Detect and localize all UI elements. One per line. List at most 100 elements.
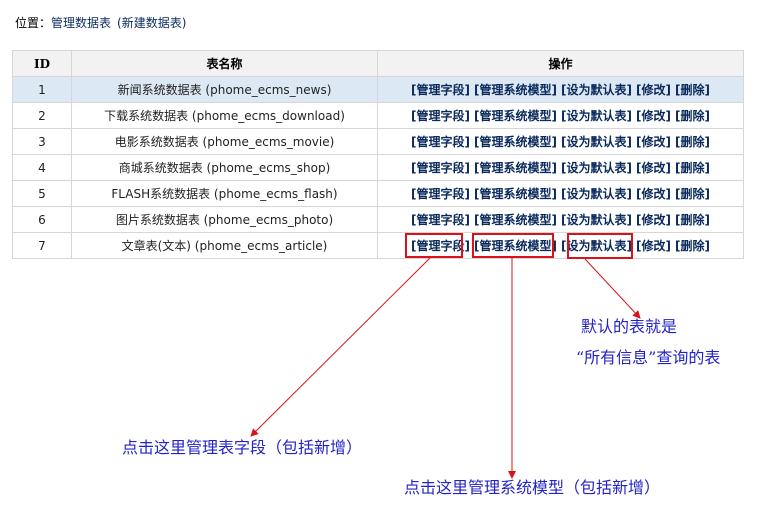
cell-id: 3 xyxy=(12,128,72,155)
bracket-close: ] xyxy=(704,109,710,123)
cell-actions: [管理字段][管理系统模型][设为默认表][修改][删除] xyxy=(377,232,744,259)
bracket-close: ] xyxy=(551,239,557,253)
bracket-close: ] xyxy=(464,239,471,253)
edit-link[interactable]: 修改 xyxy=(641,161,666,175)
note-default-table-line2: “所有信息”查询的表 xyxy=(576,348,721,367)
bracket-close: ] xyxy=(626,161,632,175)
bracket-open: [ xyxy=(561,213,567,227)
bracket-close: ] xyxy=(665,161,671,175)
edit-link[interactable]: 修改 xyxy=(641,187,666,201)
edit-link[interactable]: 修改 xyxy=(641,109,666,123)
cell-table-name: 电影系统数据表 (phome_ecms_movie) xyxy=(71,128,378,155)
delete-link[interactable]: 删除 xyxy=(680,187,705,201)
delete-link[interactable]: 删除 xyxy=(680,239,705,253)
cell-table-name: 文章表(文本) (phome_ecms_article) xyxy=(71,232,378,259)
set-default-link[interactable]: 设为默认表 xyxy=(566,83,627,97)
bracket-close: ] xyxy=(551,161,557,175)
cell-id: 4 xyxy=(12,154,72,181)
bracket-close: ] xyxy=(626,135,632,149)
bracket-open: [ xyxy=(635,187,642,201)
bracket-open: [ xyxy=(635,161,642,175)
bracket-open: [ xyxy=(674,83,681,97)
cell-actions: [管理字段][管理系统模型][设为默认表][修改][删除] xyxy=(377,102,744,129)
manage-models-link[interactable]: 管理系统模型 xyxy=(479,135,552,149)
manage-models-link[interactable]: 管理系统模型 xyxy=(479,161,552,175)
delete-link[interactable]: 删除 xyxy=(680,83,705,97)
callout-box-manage-fields xyxy=(405,233,463,258)
bracket-open: [ xyxy=(561,109,567,123)
bracket-close: ] xyxy=(464,135,471,149)
manage-models-link[interactable]: 管理系统模型 xyxy=(479,83,552,97)
bracket-open: [ xyxy=(474,161,480,175)
manage-fields-link[interactable]: 管理字段 xyxy=(416,109,465,123)
bracket-close: ] xyxy=(464,213,471,227)
bracket-open: [ xyxy=(635,83,642,97)
header-table-name: 表名称 xyxy=(71,50,378,77)
set-default-link[interactable]: 设为默认表 xyxy=(566,135,627,149)
manage-fields-link[interactable]: 管理字段 xyxy=(416,161,465,175)
manage-fields-link[interactable]: 管理字段 xyxy=(416,135,465,149)
manage-models-link[interactable]: 管理系统模型 xyxy=(479,213,552,227)
manage-fields-link[interactable]: 管理字段 xyxy=(416,187,465,201)
delete-link[interactable]: 删除 xyxy=(680,213,705,227)
bracket-open: [ xyxy=(411,187,417,201)
manage-models-link[interactable]: 管理系统模型 xyxy=(479,187,552,201)
bracket-close: ] xyxy=(704,83,710,97)
bracket-close: ] xyxy=(464,187,471,201)
note-manage-fields: 点击这里管理表字段（包括新增） xyxy=(122,438,363,457)
cell-table-name: 商城系统数据表 (phome_ecms_shop) xyxy=(71,154,378,181)
bracket-open: [ xyxy=(674,187,681,201)
manage-models-link[interactable]: 管理系统模型 xyxy=(479,109,552,123)
cell-table-name: 下载系统数据表 (phome_ecms_download) xyxy=(71,102,378,129)
manage-models-link[interactable]: 管理系统模型 xyxy=(479,239,552,253)
bracket-open: [ xyxy=(474,135,480,149)
bracket-open: [ xyxy=(411,109,417,123)
bracket-close: ] xyxy=(665,239,671,253)
bracket-close: ] xyxy=(704,135,710,149)
set-default-link[interactable]: 设为默认表 xyxy=(566,109,627,123)
edit-link[interactable]: 修改 xyxy=(641,213,666,227)
bracket-open: [ xyxy=(635,135,642,149)
cell-table-name: 图片系统数据表 (phome_ecms_photo) xyxy=(71,206,378,233)
breadcrumb-link-new-table[interactable]: (新建数据表) xyxy=(117,16,187,30)
delete-link[interactable]: 删除 xyxy=(680,161,705,175)
bracket-open: [ xyxy=(561,239,567,253)
bracket-close: ] xyxy=(665,213,671,227)
edit-link[interactable]: 修改 xyxy=(641,135,666,149)
manage-fields-link[interactable]: 管理字段 xyxy=(416,239,465,253)
bracket-close: ] xyxy=(626,83,632,97)
set-default-link[interactable]: 设为默认表 xyxy=(566,161,627,175)
delete-link[interactable]: 删除 xyxy=(680,109,705,123)
set-default-link[interactable]: 设为默认表 xyxy=(566,187,627,201)
breadcrumb-link-manage-tables[interactable]: 管理数据表 xyxy=(51,16,112,30)
bracket-open: [ xyxy=(474,83,480,97)
cell-actions: [管理字段][管理系统模型][设为默认表][修改][删除] xyxy=(377,128,744,155)
set-default-link[interactable]: 设为默认表 xyxy=(566,239,627,253)
bracket-close: ] xyxy=(665,187,671,201)
manage-fields-link[interactable]: 管理字段 xyxy=(416,213,465,227)
bracket-open: [ xyxy=(474,187,480,201)
manage-fields-link[interactable]: 管理字段 xyxy=(416,83,465,97)
note-manage-models: 点击这里管理系统模型（包括新增） xyxy=(404,478,661,497)
bracket-close: ] xyxy=(626,109,632,123)
note-default-table-line1: 默认的表就是 xyxy=(581,317,678,336)
cell-id: 7 xyxy=(12,232,72,259)
cell-id: 5 xyxy=(12,180,72,207)
set-default-link[interactable]: 设为默认表 xyxy=(566,213,627,227)
delete-link[interactable]: 删除 xyxy=(680,135,705,149)
bracket-close: ] xyxy=(551,135,557,149)
bracket-close: ] xyxy=(551,83,557,97)
bracket-open: [ xyxy=(561,83,567,97)
edit-link[interactable]: 修改 xyxy=(641,83,666,97)
bracket-close: ] xyxy=(464,161,471,175)
bracket-close: ] xyxy=(704,187,710,201)
bracket-open: [ xyxy=(561,187,567,201)
cell-actions: [管理字段][管理系统模型][设为默认表][修改][删除] xyxy=(377,76,744,103)
bracket-close: ] xyxy=(626,187,632,201)
edit-link[interactable]: 修改 xyxy=(641,239,666,253)
callout-box-set-default xyxy=(567,233,633,259)
arrow-manage-fields xyxy=(250,257,431,437)
